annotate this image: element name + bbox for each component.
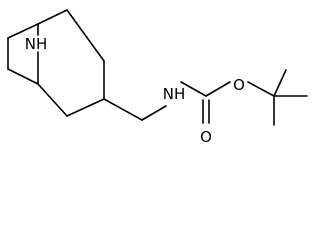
amine-nh-label: NH [25, 35, 48, 53]
bond-c2-c3 [7, 23, 39, 39]
bond-c8-c1 [66, 9, 105, 62]
bond-c4-c5 [7, 68, 39, 85]
bond-ring-ch2 [103, 98, 143, 121]
bond-quaternary-methyl-top [273, 69, 287, 97]
side-chain-bonds [103, 69, 308, 126]
bond-ch2-nh [141, 105, 167, 121]
ester-oxygen-label: O [233, 76, 245, 94]
carbamate-nh-label: NH [163, 85, 186, 103]
bond-c5-c6 [37, 83, 68, 117]
bond-c1-c2 [37, 9, 68, 25]
bond-c6-c7 [66, 98, 105, 117]
bond-carbonyl-ester-o [205, 81, 231, 97]
bicyclic-ring-bonds [7, 9, 105, 117]
chemical-structure-diagram: NH NH O O [7, 9, 308, 146]
bond-ester-o-quaternary [247, 81, 275, 97]
bond-nh-carbonyl [180, 81, 207, 97]
atom-labels: NH NH O O [25, 35, 245, 146]
carbonyl-oxygen-label: O [200, 128, 212, 146]
